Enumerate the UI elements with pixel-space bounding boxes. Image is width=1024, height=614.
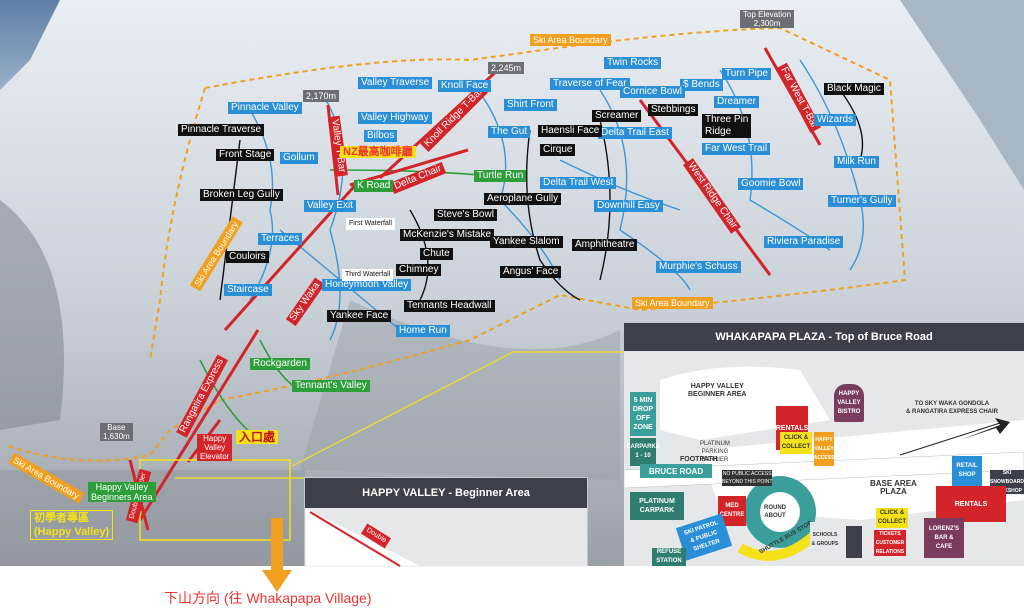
- run-shirt-front[interactable]: Shirt Front: [504, 99, 557, 111]
- run-delta-trail-west[interactable]: Delta Trail West: [540, 177, 617, 189]
- elevation-2170: 2,170m: [303, 90, 340, 102]
- plaza-footpath: FOOTPATH: [680, 456, 718, 463]
- plaza-hv-bistro[interactable]: HAPPY VALLEY BISTRO: [834, 384, 864, 422]
- run-goomie-bowl[interactable]: Goomie Bowl: [738, 178, 804, 190]
- plaza-roundabout: ROUND ABOUT: [764, 505, 786, 519]
- run-terraces[interactable]: Terraces: [258, 233, 303, 245]
- boundary-label-right: Ski Area Boundary: [632, 297, 713, 309]
- plaza-lorenzs-bar[interactable]: LORENZ'S BAR & CAFE: [924, 518, 964, 558]
- run-knoll-face[interactable]: Knoll Face: [438, 80, 492, 92]
- run-three-pin-ridge[interactable]: Three Pin Ridge: [702, 114, 752, 138]
- run-pinnacle-traverse[interactable]: Pinnacle Traverse: [178, 124, 265, 136]
- annotation-downhill-direction: 下山方向 (往 Whakapapa Village): [164, 590, 372, 606]
- plaza-click-collect-2[interactable]: CLICK & COLLECT: [876, 508, 908, 528]
- plaza-title: WHAKAPAPA PLAZA - Top of Bruce Road: [624, 323, 1024, 351]
- run-steves-bowl[interactable]: Steve's Bowl: [434, 209, 497, 221]
- run-stebbings[interactable]: Stebbings: [648, 104, 699, 116]
- boundary-label-top: Ski Area Boundary: [530, 34, 611, 46]
- run-aeroplane-gully[interactable]: Aeroplane Gully: [484, 193, 562, 205]
- elevation-2245: 2,245m: [488, 62, 525, 74]
- run-rockgarden[interactable]: Rockgarden: [250, 358, 310, 370]
- plaza-tickets[interactable]: TICKETS CUSTOMER RELATIONS: [874, 530, 906, 556]
- run-dreamer[interactable]: Dreamer: [714, 96, 759, 108]
- run-turners-gully[interactable]: Turner's Gully: [828, 195, 896, 207]
- lift-hv-elevator[interactable]: Happy Valley Elevator: [197, 434, 233, 461]
- plaza-click-collect-1[interactable]: CLICK & COLLECT: [780, 432, 812, 454]
- run-s-bends[interactable]: $ Bends: [680, 79, 723, 91]
- run-turn-pipe[interactable]: Turn Pipe: [722, 68, 771, 80]
- elevation-top: Top Elevation 2,300m: [740, 10, 795, 28]
- annotation-cafe: NZ最高咖啡廳: [340, 146, 416, 158]
- run-downhill-easy[interactable]: Downhill Easy: [594, 200, 663, 212]
- run-riviera-paradise[interactable]: Riviera Paradise: [764, 236, 844, 248]
- plaza-callout-line: [291, 351, 624, 467]
- downhill-arrow-shaft: [271, 518, 283, 572]
- run-honeymoon-valley[interactable]: Honeymoon Valley: [322, 279, 412, 291]
- run-murphies-schuss[interactable]: Murphie's Schuss: [656, 261, 741, 273]
- run-bilbos[interactable]: Bilbos: [364, 130, 398, 142]
- elevation-base: Base 1,630m: [100, 423, 133, 441]
- run-traverse-of-fear[interactable]: Traverse of Fear: [550, 78, 630, 90]
- plaza-rentals-2[interactable]: RENTALS: [936, 486, 1006, 522]
- run-tennants-headwall[interactable]: Tennants Headwall: [404, 300, 495, 312]
- run-valley-traverse[interactable]: Valley Traverse: [358, 77, 433, 89]
- plaza-schools-groups[interactable]: SCHOOLS & GROUPS: [810, 522, 840, 558]
- plaza-no-public-access: NO PUBLIC ACCESS BEYOND THIS POINT: [722, 470, 773, 486]
- run-happy-valley-beginners[interactable]: Happy Valley Beginners Area: [88, 482, 156, 502]
- run-yankee-slalom[interactable]: Yankee Slalom: [490, 236, 563, 248]
- happy-valley-title: HAPPY VALLEY - Beginner Area: [305, 478, 587, 508]
- run-home-run[interactable]: Home Run: [396, 325, 450, 337]
- plaza-bruce-road: BRUCE ROAD: [640, 464, 712, 478]
- plaza-hv-beginner: HAPPY VALLEY BEGINNER AREA: [688, 383, 747, 398]
- run-broken-leg-gully[interactable]: Broken Leg Gully: [200, 189, 283, 201]
- run-front-stage[interactable]: Front Stage: [216, 149, 275, 161]
- run-wizards[interactable]: Wizards: [814, 114, 857, 126]
- downhill-arrow-icon: [262, 570, 292, 592]
- plaza-hv-access[interactable]: HAPPY VALLEY ACCESS: [814, 432, 834, 466]
- plaza-carparks[interactable]: CARPARKS 1 - 10: [626, 438, 660, 466]
- run-the-gut[interactable]: The Gut: [488, 126, 531, 138]
- run-mckenzies-mistake[interactable]: McKenzie's Mistake: [400, 229, 495, 241]
- plaza-platinum-barrier: PLATINUM PARKING BARRIER: [700, 441, 730, 463]
- run-twin-rocks[interactable]: Twin Rocks: [604, 57, 662, 69]
- run-tennants-valley[interactable]: Tennant's Valley: [292, 380, 370, 392]
- run-valley-highway[interactable]: Valley Highway: [358, 112, 432, 124]
- run-chute[interactable]: Chute: [420, 248, 453, 260]
- run-pinnacle-valley[interactable]: Pinnacle Valley: [228, 102, 302, 114]
- plaza-base-area: BASE AREA PLAZA: [870, 479, 917, 496]
- run-valley-exit[interactable]: Valley Exit: [304, 200, 356, 212]
- plaza-drop-off-zone[interactable]: 5 MIN DROP OFF ZONE: [630, 392, 656, 436]
- plaza-retail-shop[interactable]: RETAIL SHOP: [952, 456, 982, 486]
- run-far-west-trail[interactable]: Far West Trail: [702, 143, 771, 155]
- run-haensli-face[interactable]: Haensli Face: [538, 125, 603, 137]
- run-cirque[interactable]: Cirque: [540, 144, 576, 156]
- label-third-waterfall: Third Waterfall: [342, 269, 394, 281]
- label-first-waterfall: First Waterfall: [346, 218, 395, 230]
- run-k-road[interactable]: K Road: [354, 180, 394, 192]
- run-turtle-run[interactable]: Turtle Run: [474, 170, 527, 182]
- plaza-platinum-carpark[interactable]: PLATINUM CARPARK: [630, 492, 684, 520]
- annotation-entrance: 入口處: [236, 430, 279, 444]
- run-angus-face[interactable]: Angus' Face: [500, 266, 562, 278]
- run-gollum[interactable]: Gollum: [280, 152, 318, 164]
- run-chimney[interactable]: Chimney: [396, 264, 442, 276]
- plaza-building: [846, 526, 862, 558]
- run-couloirs[interactable]: Couloirs: [226, 251, 269, 263]
- run-screamer[interactable]: Screamer: [592, 110, 642, 122]
- run-delta-trail-east[interactable]: Delta Trail East: [598, 127, 672, 139]
- plaza-refuse-station: REFUSE STATION: [652, 548, 686, 566]
- annotation-beginner-area: 初學者專區 (Happy Valley): [30, 510, 114, 540]
- run-cornice-bowl[interactable]: Cornice Bowl: [620, 86, 685, 98]
- run-milk-run[interactable]: Milk Run: [834, 156, 879, 168]
- run-yankee-face[interactable]: Yankee Face: [327, 310, 392, 322]
- ski-area-boundary-line: [4, 26, 907, 462]
- run-amphitheatre[interactable]: Amphitheatre: [572, 239, 638, 251]
- run-black-magic[interactable]: Black Magic: [824, 83, 884, 95]
- run-staircase[interactable]: Staircase: [224, 284, 272, 296]
- plaza-to-gondola: TO SKY WAKA GONDOLA & RANGATIRA EXPRESS …: [906, 401, 999, 415]
